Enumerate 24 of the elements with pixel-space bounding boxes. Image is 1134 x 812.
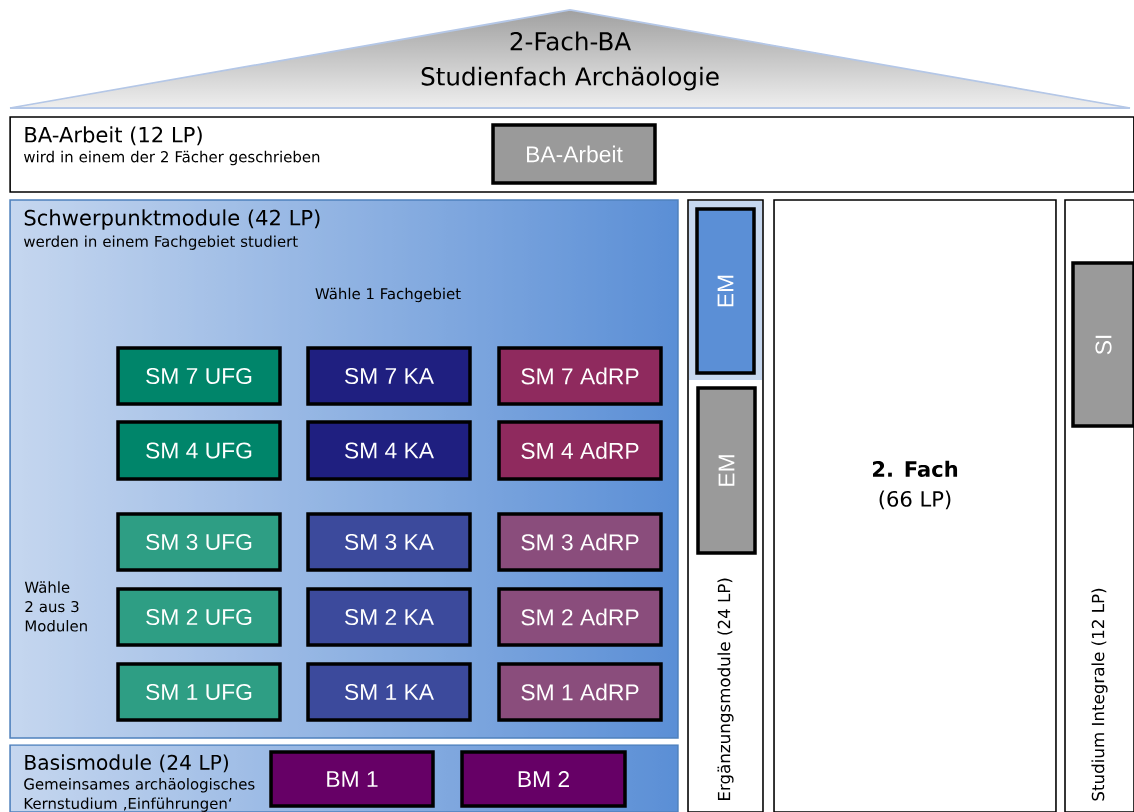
subject-box: 2. Fach (66 LP) <box>773 199 1057 812</box>
module-box: BM 1 <box>269 750 435 808</box>
annotation-text: Wähle 2 aus 3 Modulen <box>24 581 87 632</box>
module-box: EM <box>695 207 756 375</box>
module-box: SM 4 UFG <box>116 420 282 481</box>
module-box: SM 3 AdRP <box>497 512 663 572</box>
module-box: BA-Arbeit <box>491 123 657 185</box>
module-box: SM 4 KA <box>306 420 472 481</box>
module-box: EM <box>696 386 757 555</box>
module-box: BM 2 <box>460 750 627 808</box>
module-box: SM 2 KA <box>306 587 472 647</box>
module-box: SM 4 AdRP <box>497 420 663 481</box>
module-box: SM 7 UFG <box>116 346 282 406</box>
module-box: SM 3 UFG <box>116 512 282 572</box>
module-box: SM 1 AdRP <box>497 662 663 722</box>
module-box: SM 7 KA <box>306 346 472 406</box>
module-box: SM 3 KA <box>306 512 472 572</box>
annotation-text: Wähle 1 Fachgebiet <box>315 287 461 303</box>
module-box: SM 2 UFG <box>116 587 282 647</box>
module-box: SI <box>1071 261 1134 428</box>
module-box: SM 7 AdRP <box>497 346 663 406</box>
module-box: SM 2 AdRP <box>497 587 663 647</box>
module-box: SM 1 UFG <box>116 662 282 722</box>
module-box: SM 1 KA <box>306 662 472 722</box>
